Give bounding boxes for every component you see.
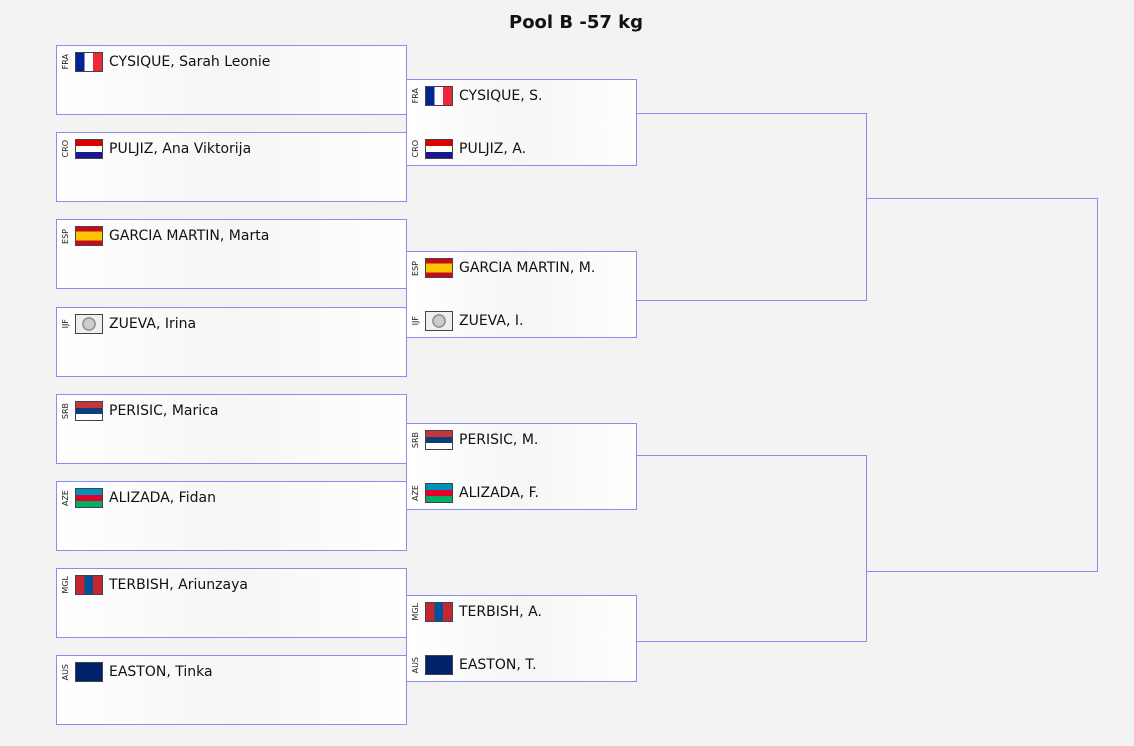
flag-icon bbox=[425, 311, 453, 331]
athlete-name: PERISIC, M. bbox=[459, 432, 539, 448]
match-slot-round1[interactable]: CRO PULJIZ, Ana Viktorija bbox=[56, 132, 407, 203]
flag-icon bbox=[75, 575, 103, 596]
athlete-name: PERISIC, Marica bbox=[109, 402, 219, 419]
country-code: CRO bbox=[61, 140, 70, 158]
pool-title: Pool B -57 kg bbox=[509, 12, 643, 33]
country-code: MGL bbox=[61, 576, 70, 594]
athlete-entry[interactable]: MGL TERBISH, Ariunzaya bbox=[61, 573, 248, 597]
athlete-name: GARCIA MARTIN, Marta bbox=[109, 228, 270, 245]
athlete-entry[interactable]: ESP GARCIA MARTIN, M. bbox=[411, 256, 595, 280]
country-code: ESP bbox=[61, 228, 70, 244]
athlete-name: EASTON, Tinka bbox=[109, 664, 213, 681]
country-code: AUS bbox=[411, 656, 420, 674]
match-slot-round2[interactable]: SRB PERISIC, M. AZE ALIZADA, F. bbox=[406, 423, 637, 510]
athlete-name: GARCIA MARTIN, M. bbox=[459, 260, 596, 276]
country-code: FRA bbox=[411, 88, 420, 104]
athlete-entry[interactable]: SRB PERISIC, M. bbox=[411, 428, 538, 452]
country-code: IJF bbox=[411, 316, 420, 326]
country-code: SRB bbox=[411, 431, 420, 449]
athlete-entry[interactable]: MGL TERBISH, A. bbox=[411, 600, 542, 624]
flag-icon bbox=[425, 602, 453, 622]
country-code: AZE bbox=[61, 489, 70, 506]
athlete-entry[interactable]: FRA CYSIQUE, S. bbox=[411, 84, 542, 108]
athlete-name: TERBISH, Ariunzaya bbox=[109, 577, 248, 594]
athlete-entry[interactable]: CRO PULJIZ, Ana Viktorija bbox=[61, 137, 251, 161]
semifinal-bracket bbox=[636, 113, 867, 301]
match-slot-round2[interactable]: ESP GARCIA MARTIN, M. IJF ZUEVA, I. bbox=[406, 251, 637, 338]
athlete-name: ZUEVA, Irina bbox=[109, 315, 197, 332]
flag-icon bbox=[425, 86, 453, 106]
flag-icon bbox=[425, 139, 453, 159]
athlete-entry[interactable]: FRA CYSIQUE, Sarah Leonie bbox=[61, 50, 270, 74]
athlete-name: PULJIZ, Ana Viktorija bbox=[109, 141, 252, 158]
flag-icon bbox=[75, 226, 103, 247]
athlete-entry[interactable]: IJF ZUEVA, I. bbox=[411, 309, 523, 333]
country-code: IJF bbox=[61, 318, 70, 329]
flag-icon bbox=[425, 430, 453, 450]
athlete-entry[interactable]: CRO PULJIZ, A. bbox=[411, 137, 526, 161]
athlete-name: TERBISH, A. bbox=[459, 604, 542, 620]
flag-icon bbox=[75, 139, 103, 160]
athlete-name: PULJIZ, A. bbox=[459, 141, 527, 157]
athlete-name: CYSIQUE, S. bbox=[459, 88, 543, 104]
athlete-name: EASTON, T. bbox=[459, 657, 537, 673]
flag-icon bbox=[425, 655, 453, 675]
flag-icon bbox=[75, 662, 103, 683]
country-code: SRB bbox=[61, 402, 70, 419]
match-slot-round2[interactable]: FRA CYSIQUE, S. CRO PULJIZ, A. bbox=[406, 79, 637, 166]
flag-icon bbox=[75, 488, 103, 508]
flag-icon bbox=[75, 313, 103, 334]
match-slot-round1[interactable]: ESP GARCIA MARTIN, Marta bbox=[56, 219, 407, 290]
country-code: AZE bbox=[411, 484, 420, 501]
flag-icon bbox=[75, 52, 103, 72]
flag-icon bbox=[75, 400, 103, 421]
match-slot-round1[interactable]: SRB PERISIC, Marica bbox=[56, 393, 407, 464]
flag-icon bbox=[425, 483, 453, 503]
country-code: ESP bbox=[411, 260, 420, 276]
athlete-entry[interactable]: ESP GARCIA MARTIN, Marta bbox=[61, 224, 269, 248]
athlete-entry[interactable]: IJF ZUEVA, Irina bbox=[61, 312, 196, 336]
match-slot-round1[interactable]: FRA CYSIQUE, Sarah Leonie bbox=[56, 45, 407, 115]
country-code: FRA bbox=[61, 54, 70, 70]
match-slot-round1[interactable]: AZE ALIZADA, Fidan bbox=[56, 481, 407, 551]
country-code: CRO bbox=[411, 140, 420, 158]
athlete-name: ZUEVA, I. bbox=[459, 313, 524, 329]
athlete-entry[interactable]: SRB PERISIC, Marica bbox=[61, 399, 218, 423]
athlete-entry[interactable]: AZE ALIZADA, F. bbox=[411, 481, 539, 505]
athlete-name: ALIZADA, Fidan bbox=[109, 490, 216, 506]
athlete-entry[interactable]: AUS EASTON, Tinka bbox=[61, 660, 213, 684]
athlete-entry[interactable]: AZE ALIZADA, Fidan bbox=[61, 486, 216, 510]
match-slot-round1[interactable]: AUS EASTON, Tinka bbox=[56, 655, 407, 726]
athlete-name: ALIZADA, F. bbox=[459, 485, 539, 501]
flag-icon bbox=[425, 258, 453, 278]
athlete-entry[interactable]: AUS EASTON, T. bbox=[411, 653, 537, 677]
final-bracket bbox=[866, 198, 1098, 572]
match-slot-round2[interactable]: MGL TERBISH, A. AUS EASTON, T. bbox=[406, 595, 637, 682]
athlete-name: CYSIQUE, Sarah Leonie bbox=[109, 54, 271, 70]
match-slot-round1[interactable]: IJF ZUEVA, Irina bbox=[56, 306, 407, 377]
country-code: AUS bbox=[61, 664, 70, 681]
match-slot-round1[interactable]: MGL TERBISH, Ariunzaya bbox=[56, 568, 407, 639]
semifinal-bracket bbox=[636, 455, 867, 642]
country-code: MGL bbox=[411, 603, 420, 621]
